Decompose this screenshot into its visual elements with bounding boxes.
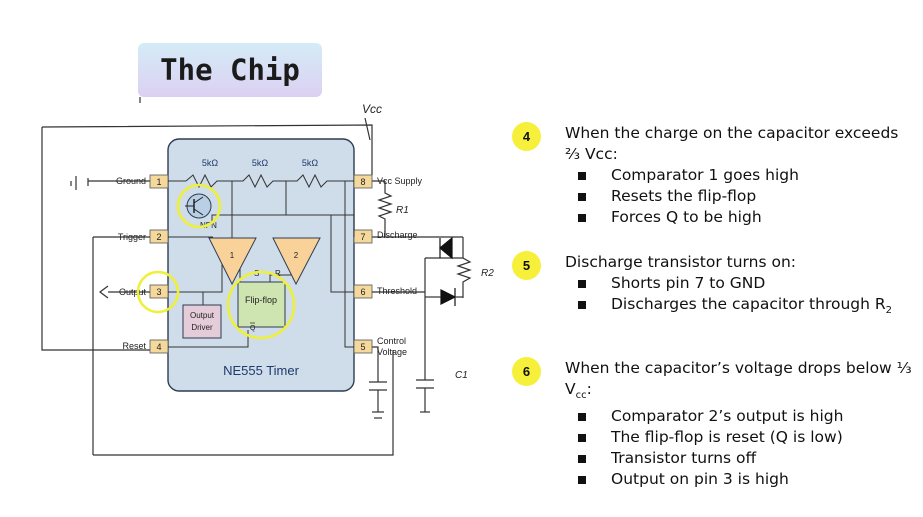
pin-1-label: Ground	[116, 176, 146, 186]
resistor-label-3: 5kΩ	[302, 158, 319, 168]
pin-7-label: Discharge	[377, 230, 418, 240]
comparator-1: 1	[208, 237, 257, 286]
pin-1-num: 1	[156, 177, 161, 187]
highlight-transistor	[176, 183, 222, 229]
step-6-heading-sub: cc	[575, 390, 587, 401]
diodes	[425, 236, 463, 306]
pin-4-label: Reset	[122, 341, 146, 351]
pins-right: 8 Vcc Supply 7 Discharge 6 Threshold 5 C…	[353, 174, 423, 357]
pin-8-label: Vcc Supply	[377, 176, 423, 186]
pin-8-num: 8	[360, 177, 365, 187]
outer-wires	[41, 97, 472, 456]
handwritten-r2: R2	[481, 268, 494, 279]
pin-5-num: 5	[360, 342, 365, 352]
resistor-label-1: 5kΩ	[202, 158, 219, 168]
highlight-output-pin	[136, 270, 180, 314]
step-6-bullet-3: Transistor turns off	[565, 448, 915, 469]
pin-5-label: Control	[377, 336, 406, 346]
highlight-flip-flop	[226, 270, 296, 340]
handwritten-vcc: Vcc	[362, 102, 382, 116]
pin-3-num: 3	[156, 287, 161, 297]
step-6-heading: When the capacitor’s voltage drops below…	[565, 358, 915, 406]
page-title: The Chip	[160, 53, 300, 87]
step-5-body: Discharge transistor turns on: Shorts pi…	[565, 252, 915, 321]
step-4-bullet-1: Comparator 1 goes high	[565, 165, 915, 186]
step-6-bullets: Comparator 2’s output is high The flip-f…	[565, 406, 915, 490]
pin-7-num: 7	[360, 232, 365, 242]
step-5-bullet-1: Shorts pin 7 to GND	[565, 273, 915, 294]
flip-flop: Flip-flop S R Q	[237, 269, 286, 332]
step-6-body: When the capacitor’s voltage drops below…	[565, 358, 915, 490]
pin-2-num: 2	[156, 232, 161, 242]
internal-resistor-labels: 5kΩ 5kΩ 5kΩ	[202, 158, 319, 168]
step-6-heading-a: When the capacitor’s voltage drops below…	[565, 359, 912, 398]
step-6-bullet-2: The flip-flop is reset (Q is low)	[565, 427, 915, 448]
step-6-badge: 6	[512, 357, 541, 386]
comparator-2-label: 2	[294, 251, 299, 260]
step-5-bullets: Shorts pin 7 to GND Discharges the capac…	[565, 273, 915, 321]
flip-flop-r: R	[275, 269, 281, 278]
pins-left: 1 Ground 2 Trigger 3 Output 4 Reset	[116, 174, 169, 354]
output-driver-line2: Driver	[191, 323, 213, 332]
step-4-heading: When the charge on the capacitor exceeds…	[565, 124, 899, 163]
resistor-label-2: 5kΩ	[252, 158, 269, 168]
step-4-bullet-3: Forces Q to be high	[565, 207, 915, 228]
step-5-badge: 5	[512, 251, 541, 280]
step-6-bullet-4: Output on pin 3 is high	[565, 469, 915, 490]
pin-5-label-line2: Voltage	[377, 347, 407, 357]
title-box: The Chip	[138, 43, 322, 97]
highlight-circles	[136, 183, 296, 340]
pin-3-label: Output	[119, 287, 147, 297]
step-4-badge: 4	[512, 122, 541, 151]
step-5-bullet-2: Discharges the capacitor through R2	[565, 294, 915, 321]
pin-6-label: Threshold	[377, 286, 417, 296]
handwritten-labels: Vcc R1 R2 C1	[362, 102, 494, 381]
step-5-heading: Discharge transistor turns on:	[565, 253, 797, 271]
flip-flop-label: Flip-flop	[245, 295, 277, 305]
step-6-bullet-1: Comparator 2’s output is high	[565, 406, 915, 427]
pin-4-num: 4	[156, 342, 161, 352]
output-driver-line1: Output	[190, 311, 215, 320]
step-6-heading-b: :	[586, 380, 592, 398]
step-5-bullet-2-text: Discharges the capacitor through R	[611, 295, 886, 313]
output-driver: Output Driver	[182, 304, 222, 339]
step-4-bullet-2: Resets the flip-flop	[565, 186, 915, 207]
diode-top	[439, 236, 453, 260]
pin-2-label: Trigger	[118, 232, 146, 242]
chip-name: NE555 Timer	[223, 363, 300, 378]
step-4-bullets: Comparator 1 goes high Resets the flip-f…	[565, 165, 915, 228]
handwritten-c1: C1	[455, 370, 468, 381]
step-4-body: When the charge on the capacitor exceeds…	[565, 123, 915, 228]
flip-flop-qbar: Q	[250, 325, 256, 332]
diode-bottom	[440, 289, 457, 305]
chip-body	[167, 138, 355, 392]
step-5-bullet-2-sub: 2	[885, 305, 893, 316]
comparator-2: 2	[272, 237, 321, 286]
handwritten-r1: R1	[396, 205, 409, 216]
pin-6-num: 6	[360, 287, 365, 297]
comparator-1-label: 1	[230, 251, 235, 260]
